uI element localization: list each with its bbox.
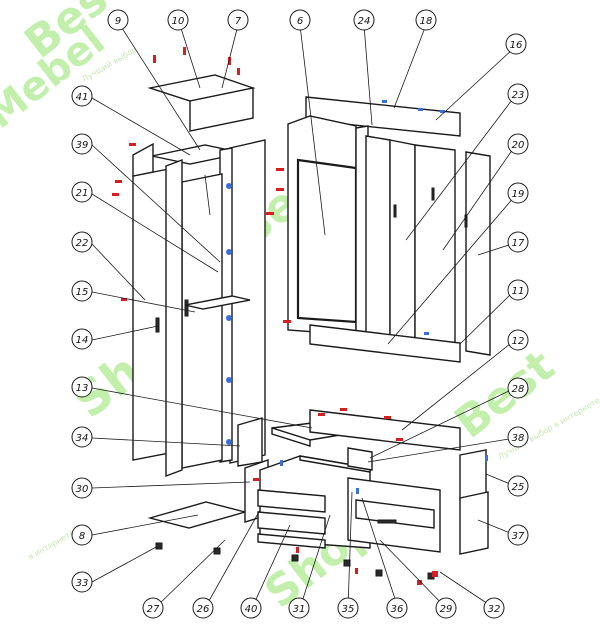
- callout-label-34: 34: [76, 433, 89, 444]
- callout-label-20: 20: [512, 140, 525, 151]
- callout-28: 28: [507, 377, 529, 399]
- callout-40: 40: [240, 597, 262, 619]
- callout-30: 30: [71, 477, 93, 499]
- callout-label-25: 25: [512, 482, 525, 493]
- callout-label-17: 17: [512, 238, 525, 249]
- callout-12: 12: [507, 329, 529, 351]
- callout-8: 8: [71, 524, 93, 546]
- callout-label-37: 37: [512, 531, 525, 542]
- callout-label-39: 39: [76, 140, 89, 151]
- callout-label-6: 6: [297, 16, 303, 27]
- callout-label-41: 41: [76, 92, 89, 103]
- callout-label-12: 12: [512, 336, 525, 347]
- callout-7: 7: [227, 9, 249, 31]
- callout-label-23: 23: [512, 90, 525, 101]
- callout-32: 32: [483, 597, 505, 619]
- callout-22: 22: [71, 231, 93, 253]
- callout-label-35: 35: [342, 604, 355, 615]
- callout-21: 21: [71, 181, 93, 203]
- top-shelf-panel: [147, 74, 256, 132]
- left-wardrobe-section: [132, 139, 266, 478]
- callouts: 9 10 7 6 24 18 16 41 39 21 22 15 14 23 2…: [71, 9, 529, 619]
- callout-label-13: 13: [76, 383, 89, 394]
- callout-36: 36: [386, 597, 408, 619]
- callout-label-18: 18: [420, 16, 433, 27]
- callout-label-22: 22: [76, 238, 89, 249]
- callout-label-36: 36: [391, 604, 404, 615]
- callout-label-26: 26: [197, 604, 210, 615]
- callout-label-10: 10: [172, 16, 185, 27]
- callout-13: 13: [71, 376, 93, 398]
- callout-label-11: 11: [512, 286, 525, 297]
- callout-label-38: 38: [512, 433, 525, 444]
- callout-24: 24: [353, 9, 375, 31]
- drawer-base-section: [147, 409, 489, 580]
- callout-6: 6: [289, 9, 311, 31]
- leader-lines: [91, 24, 516, 609]
- callout-10: 10: [167, 9, 189, 31]
- callout-label-16: 16: [510, 40, 523, 51]
- callout-37: 37: [507, 524, 529, 546]
- callout-9: 9: [107, 9, 129, 31]
- callout-label-7: 7: [235, 16, 242, 27]
- callout-16: 16: [505, 33, 527, 55]
- callout-label-31: 31: [293, 604, 306, 615]
- callout-39: 39: [71, 133, 93, 155]
- callout-19: 19: [507, 182, 529, 204]
- callout-label-24: 24: [358, 16, 371, 27]
- callout-35: 35: [337, 597, 359, 619]
- callout-label-32: 32: [488, 604, 501, 615]
- callout-label-14: 14: [76, 335, 89, 346]
- callout-label-29: 29: [440, 604, 453, 615]
- callout-label-30: 30: [76, 484, 89, 495]
- callout-34: 34: [71, 426, 93, 448]
- blue-fittings: [280, 100, 488, 494]
- callout-label-21: 21: [76, 188, 89, 199]
- callout-label-27: 27: [147, 604, 160, 615]
- callout-label-28: 28: [512, 384, 525, 395]
- watermark-slogan-3: в интернете: [27, 528, 77, 562]
- callout-11: 11: [507, 279, 529, 301]
- callout-27: 27: [142, 597, 164, 619]
- callout-17: 17: [507, 231, 529, 253]
- callout-20: 20: [507, 133, 529, 155]
- callout-41: 41: [71, 85, 93, 107]
- callout-33: 33: [71, 571, 93, 593]
- callout-label-15: 15: [76, 287, 89, 298]
- callout-18: 18: [415, 9, 437, 31]
- callout-23: 23: [507, 83, 529, 105]
- callout-25: 25: [507, 475, 529, 497]
- callout-label-40: 40: [245, 604, 258, 615]
- callout-label-33: 33: [76, 578, 89, 589]
- callout-29: 29: [435, 597, 457, 619]
- callout-14: 14: [71, 328, 93, 350]
- callout-38: 38: [507, 426, 529, 448]
- right-mirror-section: [287, 96, 491, 363]
- callout-label-19: 19: [512, 189, 525, 200]
- callout-31: 31: [288, 597, 310, 619]
- callout-15: 15: [71, 280, 93, 302]
- callout-label-9: 9: [115, 16, 121, 27]
- callout-26: 26: [192, 597, 214, 619]
- callout-label-8: 8: [79, 531, 85, 542]
- red-fittings: [112, 47, 438, 585]
